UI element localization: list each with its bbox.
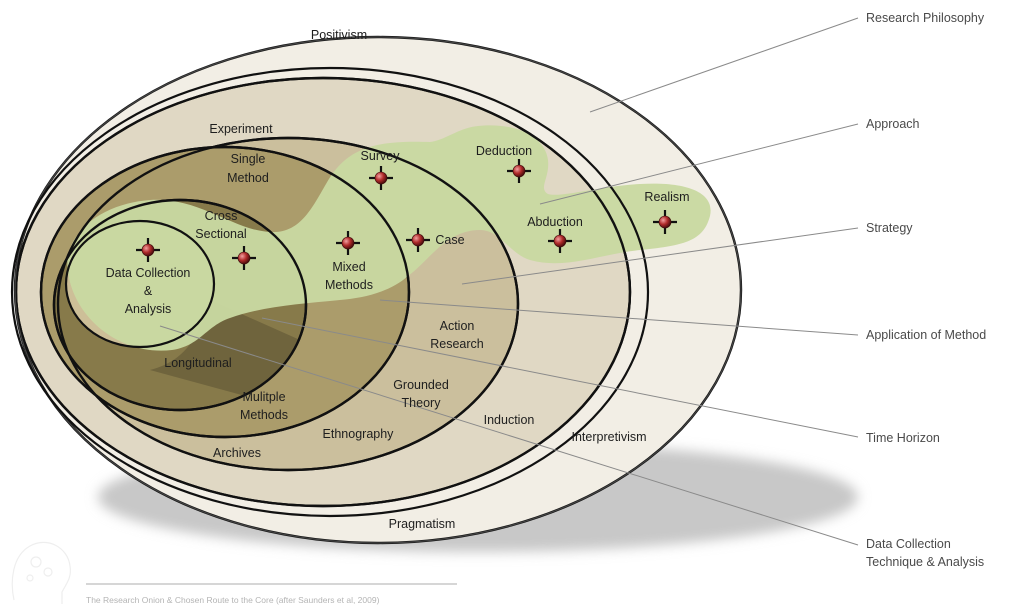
legend-data-collection-line1: Data Collection [866, 537, 951, 551]
label-pragmatism: Pragmatism [389, 517, 456, 531]
label-core-line2: & [144, 284, 153, 298]
legend-time-horizon: Time Horizon [866, 431, 940, 445]
target-marker-icon [507, 159, 531, 183]
label-single-method-line1: Single [231, 152, 266, 166]
label-case: Case [435, 233, 464, 247]
ring-approach-outline [14, 76, 632, 508]
target-marker-icon [653, 210, 677, 234]
ring-research-philosophy-outline [14, 36, 742, 544]
label-core-line3: Analysis [125, 302, 172, 316]
head-logo-icon [11, 541, 71, 604]
ring-outer-inner-edge [10, 66, 650, 518]
label-cross-sectional-line2: Sectional [195, 227, 246, 241]
legend-data-collection-line2: Technique & Analysis [866, 555, 984, 569]
label-experiment: Experiment [209, 122, 273, 136]
target-marker-icon [136, 238, 160, 262]
label-mixed-methods-line1: Mixed [332, 260, 365, 274]
label-induction: Induction [484, 413, 535, 427]
label-action-research-line1: Action [440, 319, 475, 333]
target-marker-icon [232, 246, 256, 270]
label-mixed-methods-line2: Methods [325, 278, 373, 292]
label-cross-sectional-line1: Cross [205, 209, 238, 223]
figure-caption: The Research Onion & Chosen Route to the… [86, 595, 380, 605]
label-multiple-methods-line2: Methods [240, 408, 288, 422]
label-single-method-line2: Method [227, 171, 269, 185]
label-multiple-methods-line1: Mulitple [242, 390, 285, 404]
leader-lines [159, 17, 859, 546]
label-archives: Archives [213, 446, 261, 460]
label-core-line1: Data Collection [106, 266, 191, 280]
ring-strategy-outline [56, 136, 520, 472]
label-action-research-line2: Research [430, 337, 484, 351]
target-marker-icon [336, 231, 360, 255]
label-survey: Survey [361, 149, 401, 163]
target-markers [136, 159, 677, 270]
legend-approach: Approach [866, 117, 920, 131]
legend-strategy: Strategy [866, 221, 913, 235]
label-grounded-theory-line2: Theory [402, 396, 442, 410]
label-deduction: Deduction [476, 144, 532, 158]
legend-research-philosophy: Research Philosophy [866, 11, 985, 25]
target-marker-icon [406, 228, 430, 252]
ring-core-outline [64, 219, 216, 349]
label-realism: Realism [644, 190, 689, 204]
ring-method-outline [39, 145, 411, 439]
label-longitudinal: Longitudinal [164, 356, 231, 370]
label-positivism: Positivism [311, 28, 367, 42]
target-marker-icon [548, 229, 572, 253]
target-marker-icon [369, 166, 393, 190]
ring-time-horizon-outline [52, 198, 308, 412]
label-interpretivism: Interpretivism [571, 430, 646, 444]
core-dark-area [150, 300, 300, 400]
chosen-route-highlight [67, 125, 711, 351]
legend-application-of-method: Application of Method [866, 328, 986, 342]
label-ethnography: Ethnography [323, 427, 395, 441]
label-abduction: Abduction [527, 215, 583, 229]
label-grounded-theory-line1: Grounded [393, 378, 449, 392]
